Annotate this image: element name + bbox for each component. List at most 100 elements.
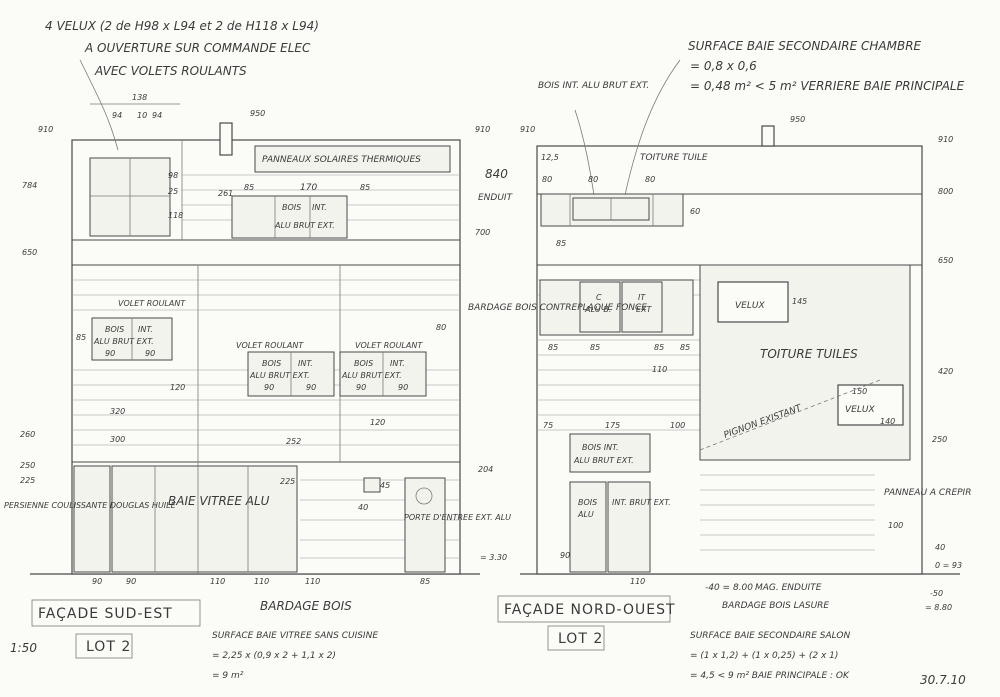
- mid-window-no-2: [621, 281, 663, 333]
- note-volet-1: VOLET ROULANT: [118, 299, 186, 308]
- label-int-4: INT.: [390, 359, 405, 368]
- label-90-3: 90: [264, 383, 274, 392]
- ground-door-no-1: [569, 481, 607, 573]
- chimney-no: [761, 125, 775, 147]
- dim-175: 175: [605, 421, 620, 430]
- dim-90-b: 90: [126, 577, 136, 586]
- dim-85-r: 85: [556, 239, 566, 248]
- label-alu-5: ALU: [577, 510, 594, 519]
- note-salon-2: = (1 x 1,2) + (1 x 0,25) + (2 x 1): [690, 651, 838, 661]
- level-260: 260: [20, 430, 35, 439]
- note-bardage-lasure: BARDAGE BOIS LASURE: [722, 601, 829, 611]
- dim-85-mid4: 85: [680, 343, 690, 352]
- dim-10: 10: [137, 111, 147, 120]
- dim-120-l: 120: [170, 383, 185, 392]
- level-880: = 8.80: [925, 603, 952, 612]
- note-bardage-bois: BARDAGE BOIS: [260, 599, 352, 613]
- level-950-r: 950: [790, 115, 805, 124]
- entry-door: [404, 477, 446, 573]
- note-bardage: BARDAGE BOIS CONTREPLAQUE FONCE: [468, 303, 647, 313]
- note-enduit: ENDUIT: [478, 193, 514, 203]
- level-m50: -50: [930, 589, 943, 598]
- dim-98: 98: [168, 171, 178, 180]
- level-910-r1: 910: [520, 125, 535, 134]
- title-facade-no: FAÇADE NORD-OUEST: [504, 602, 676, 618]
- label-it: IT: [638, 293, 646, 302]
- label-bois-2: BOIS: [105, 325, 124, 334]
- level-950-l: 950: [250, 109, 265, 118]
- dim-80-l: 80: [436, 323, 446, 332]
- note-volet-2: VOLET ROULANT: [236, 341, 304, 350]
- persienne: [73, 465, 111, 573]
- note-velux-1: 4 VELUX (2 de H98 x L94 et 2 de H118 x L…: [45, 19, 319, 33]
- ground-door-no-2: [607, 481, 651, 573]
- upper-center-window: [231, 195, 348, 239]
- small-window: [363, 477, 381, 493]
- label-90-6: 90: [398, 383, 408, 392]
- level-840: 840: [485, 167, 508, 181]
- mid-window-no-1: [579, 281, 621, 333]
- title-scale: 1:50: [10, 641, 37, 655]
- level-0: 0 = 93: [935, 561, 962, 570]
- dim-40: 40: [358, 503, 368, 512]
- label-90-2: 90: [145, 349, 155, 358]
- note-chambre-1: SURFACE BAIE SECONDAIRE CHAMBRE: [688, 39, 922, 53]
- note-volet-3: VOLET ROULANT: [355, 341, 423, 350]
- level-320: 320: [110, 407, 125, 416]
- label-velux-2: VELUX: [845, 405, 875, 415]
- note-sans-cuisine-2: = 2,25 x (0,9 x 2 + 1,1 x 2): [212, 651, 336, 661]
- label-alu-brut: ALU BRUT EXT.: [573, 456, 634, 465]
- level-910-m: 910: [475, 125, 490, 134]
- dim-120-r: 120: [370, 418, 385, 427]
- label-alu-1: ALU BRUT EXT.: [274, 221, 335, 230]
- dim-150: 150: [852, 387, 867, 396]
- dim-80-r1: 80: [542, 175, 552, 184]
- dim-110-a: 110: [210, 577, 225, 586]
- note-sans-cuisine-1: SURFACE BAIE VITREE SANS CUISINE: [212, 631, 378, 641]
- label-bois-3: BOIS: [262, 359, 281, 368]
- note-chambre-3: = 0,48 m² < 5 m² VERRIERE BAIE PRINCIPAL…: [690, 79, 965, 93]
- dim-100-a: 100: [670, 421, 685, 430]
- dim-118: 118: [168, 211, 183, 220]
- level-250-r: 250: [932, 435, 947, 444]
- solar-panels: [254, 145, 451, 173]
- dim-138: 138: [132, 93, 147, 102]
- label-ext: EXT: [636, 305, 653, 314]
- dim-110-c: 110: [305, 577, 320, 586]
- facade-sud-est: PANNEAUX SOLAIRES THERMIQUES BOIS INT. A…: [30, 122, 511, 575]
- title-facade-se: FAÇADE SUD-EST: [38, 606, 173, 622]
- title-lot-left: LOT 2: [86, 639, 131, 655]
- label-90-5: 90: [356, 383, 366, 392]
- title-lot-right: LOT 2: [558, 631, 603, 647]
- note-salon-3: = 4,5 < 9 m² BAIE PRINCIPALE : OK: [690, 671, 850, 681]
- dim-80-r2: 80: [588, 175, 598, 184]
- label-bois-4: BOIS: [354, 359, 373, 368]
- level-300: 300: [110, 435, 125, 444]
- level-910-l: 910: [38, 125, 53, 134]
- level-40: 40: [935, 543, 945, 552]
- baie-vitree: [111, 465, 298, 573]
- label-bois-1: BOIS: [282, 203, 301, 212]
- dim-252: 252: [286, 437, 301, 446]
- dim-85b: 85: [360, 183, 370, 192]
- level-650-l: 650: [22, 248, 37, 257]
- dim-100-b: 100: [888, 521, 903, 530]
- label-alu-b: ALU B.: [584, 305, 611, 314]
- label-porte-entree: PORTE D'ENTREE EXT. ALU: [404, 513, 511, 522]
- label-int-1: INT.: [312, 203, 327, 212]
- level-225-l: 225: [20, 476, 35, 485]
- label-int-2: INT.: [138, 325, 153, 334]
- dim-110-r2: 110: [630, 577, 645, 586]
- dim-90-a: 90: [92, 577, 102, 586]
- level-650-r: 650: [938, 256, 953, 265]
- note-persienne: PERSIENNE COULISSANTE DOUGLAS HUILE: [4, 501, 177, 510]
- dim-145: 145: [792, 297, 807, 306]
- label-toiture-tuiles: TOITURE TUILES: [760, 347, 858, 361]
- label-90-4: 90: [306, 383, 316, 392]
- label-90-1: 90: [105, 349, 115, 358]
- dim-85-mid2: 85: [590, 343, 600, 352]
- dim-90-r: 90: [560, 551, 570, 560]
- velux-1: [717, 281, 789, 323]
- note-chambre-2: = 0,8 x 0,6: [690, 59, 757, 73]
- dim-85-side: 85: [76, 333, 86, 342]
